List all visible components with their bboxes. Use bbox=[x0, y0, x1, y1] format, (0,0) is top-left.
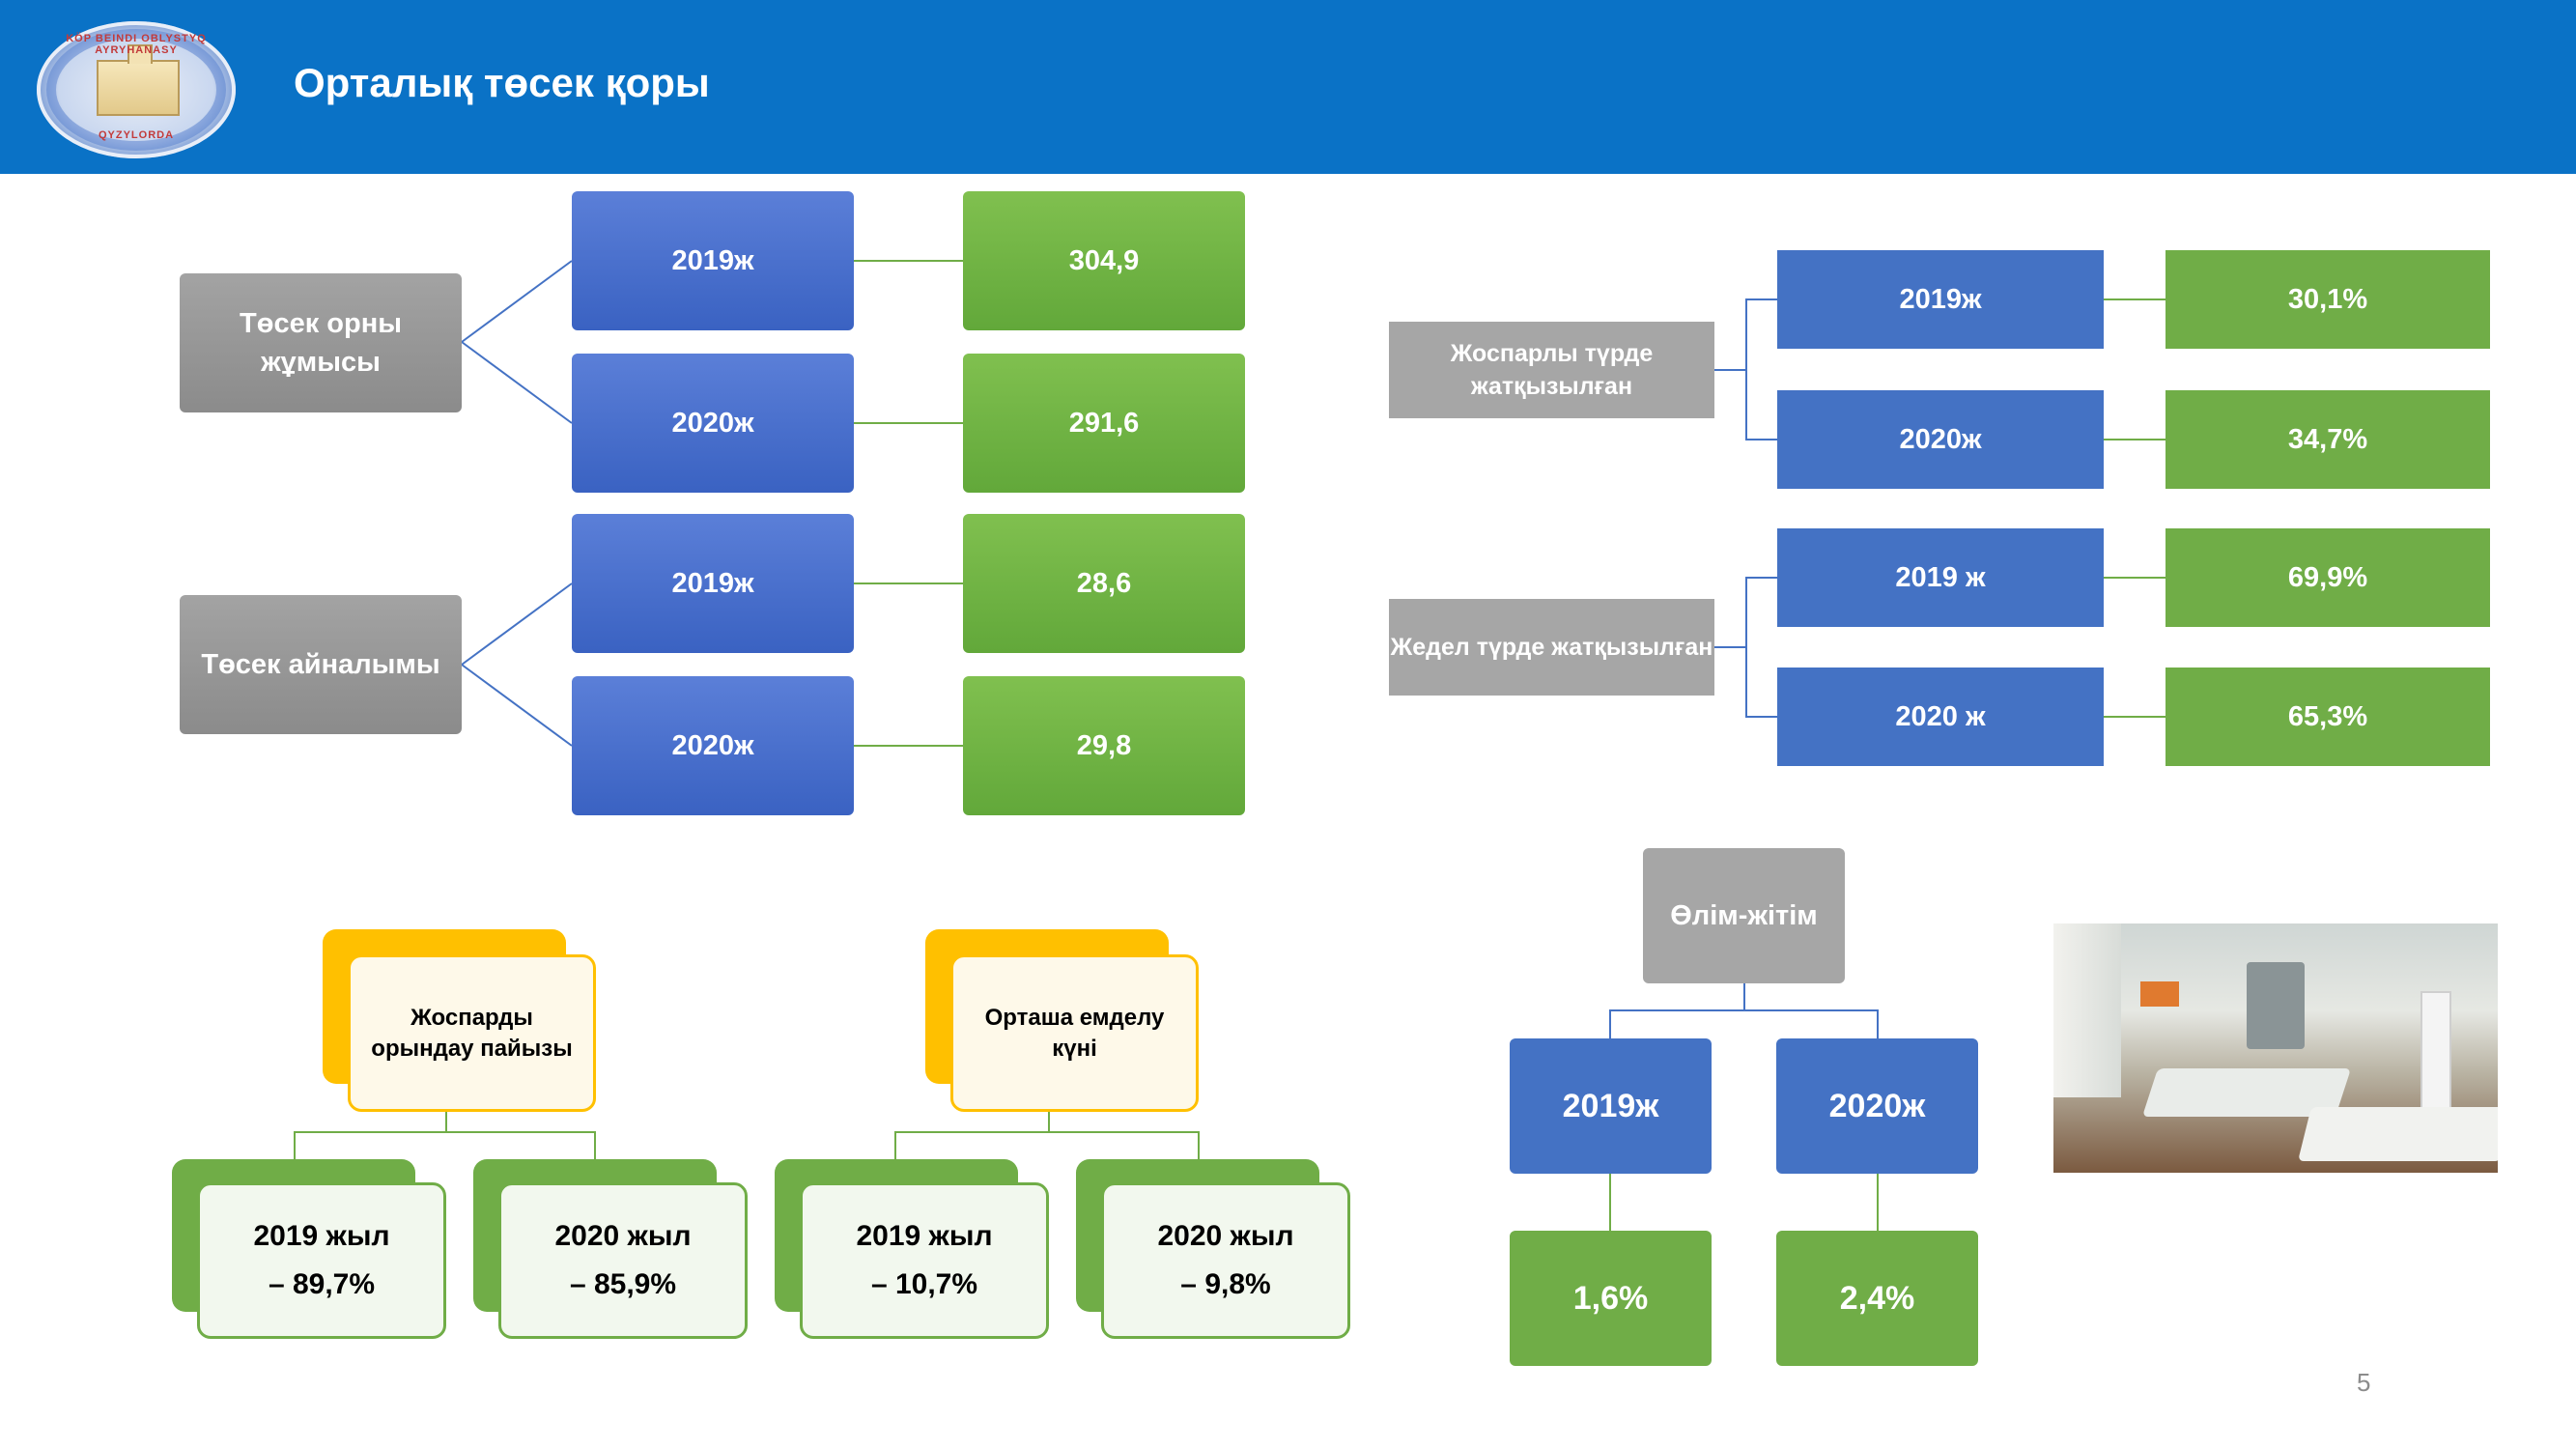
planned-year-2019: 2019ж bbox=[1777, 250, 2104, 349]
bed-work-value-2019: 304,9 bbox=[963, 191, 1245, 330]
plan-fulfillment-2020-year: 2020 жыл bbox=[554, 1220, 692, 1252]
plan-fulfillment-label: Жоспарды орындау пайызы bbox=[348, 954, 596, 1112]
avg-stay-2019: 2019 жыл – 10,7% bbox=[800, 1182, 1049, 1339]
avg-stay-label: Орташа емделу күні bbox=[950, 954, 1199, 1112]
plan-fulfillment-2019: 2019 жыл – 89,7% bbox=[197, 1182, 446, 1339]
avg-stay-2020-year: 2020 жыл bbox=[1157, 1220, 1294, 1252]
bed-work-value-2020: 291,6 bbox=[963, 354, 1245, 493]
logo-text-bottom: QYZYLORDA bbox=[98, 129, 175, 141]
mortality-year-2019: 2019ж bbox=[1510, 1038, 1712, 1174]
bed-work-label: Төсек орны жұмысы bbox=[180, 273, 462, 412]
hospital-ward-photo bbox=[2053, 923, 2498, 1173]
bed-turnover-label: Төсек айналымы bbox=[180, 595, 462, 734]
emergency-year-2020: 2020 ж bbox=[1777, 668, 2104, 766]
mortality-value-2020: 2,4% bbox=[1776, 1231, 1978, 1366]
hospital-logo: KÖP BEINDI OBLYSTYQ AYRYHANASY QYZYLORDA bbox=[37, 21, 236, 158]
bed-turnover-value-2020: 29,8 bbox=[963, 676, 1245, 815]
avg-stay-2019-value: – 10,7% bbox=[870, 1268, 978, 1300]
page-number: 5 bbox=[2357, 1368, 2371, 1397]
emergency-value-2020: 65,3% bbox=[2166, 668, 2490, 766]
mortality-label: Өлім-жітім bbox=[1643, 848, 1845, 983]
emergency-value-2019: 69,9% bbox=[2166, 528, 2490, 627]
bed-turnover-year-2019: 2019ж bbox=[572, 514, 854, 653]
avg-stay-2020-value: – 9,8% bbox=[1180, 1268, 1271, 1300]
planned-year-2020: 2020ж bbox=[1777, 390, 2104, 489]
plan-fulfillment-2020: 2020 жыл – 85,9% bbox=[498, 1182, 748, 1339]
plan-fulfillment-2019-year: 2019 жыл bbox=[253, 1220, 390, 1252]
avg-stay-2020: 2020 жыл – 9,8% bbox=[1101, 1182, 1350, 1339]
emergency-year-2019: 2019 ж bbox=[1777, 528, 2104, 627]
planned-value-2020: 34,7% bbox=[2166, 390, 2490, 489]
header-bar: KÖP BEINDI OBLYSTYQ AYRYHANASY QYZYLORDA… bbox=[0, 0, 2576, 174]
plan-fulfillment-2019-value: – 89,7% bbox=[268, 1268, 376, 1300]
page-title: Орталық төсек қоры bbox=[294, 60, 710, 105]
bed-turnover-year-2020: 2020ж bbox=[572, 676, 854, 815]
emergency-label: Жедел түрде жатқызылған bbox=[1389, 599, 1714, 696]
building-icon bbox=[97, 44, 180, 116]
plan-fulfillment-2020-value: – 85,9% bbox=[569, 1268, 677, 1300]
logo-text-top: KÖP BEINDI OBLYSTYQ AYRYHANASY bbox=[66, 33, 207, 56]
mortality-year-2020: 2020ж bbox=[1776, 1038, 1978, 1174]
planned-value-2019: 30,1% bbox=[2166, 250, 2490, 349]
bed-turnover-value-2019: 28,6 bbox=[963, 514, 1245, 653]
bed-work-year-2020: 2020ж bbox=[572, 354, 854, 493]
bed-work-year-2019: 2019ж bbox=[572, 191, 854, 330]
mortality-value-2019: 1,6% bbox=[1510, 1231, 1712, 1366]
avg-stay-2019-year: 2019 жыл bbox=[856, 1220, 993, 1252]
planned-label: Жоспарлы түрде жатқызылған bbox=[1389, 322, 1714, 418]
